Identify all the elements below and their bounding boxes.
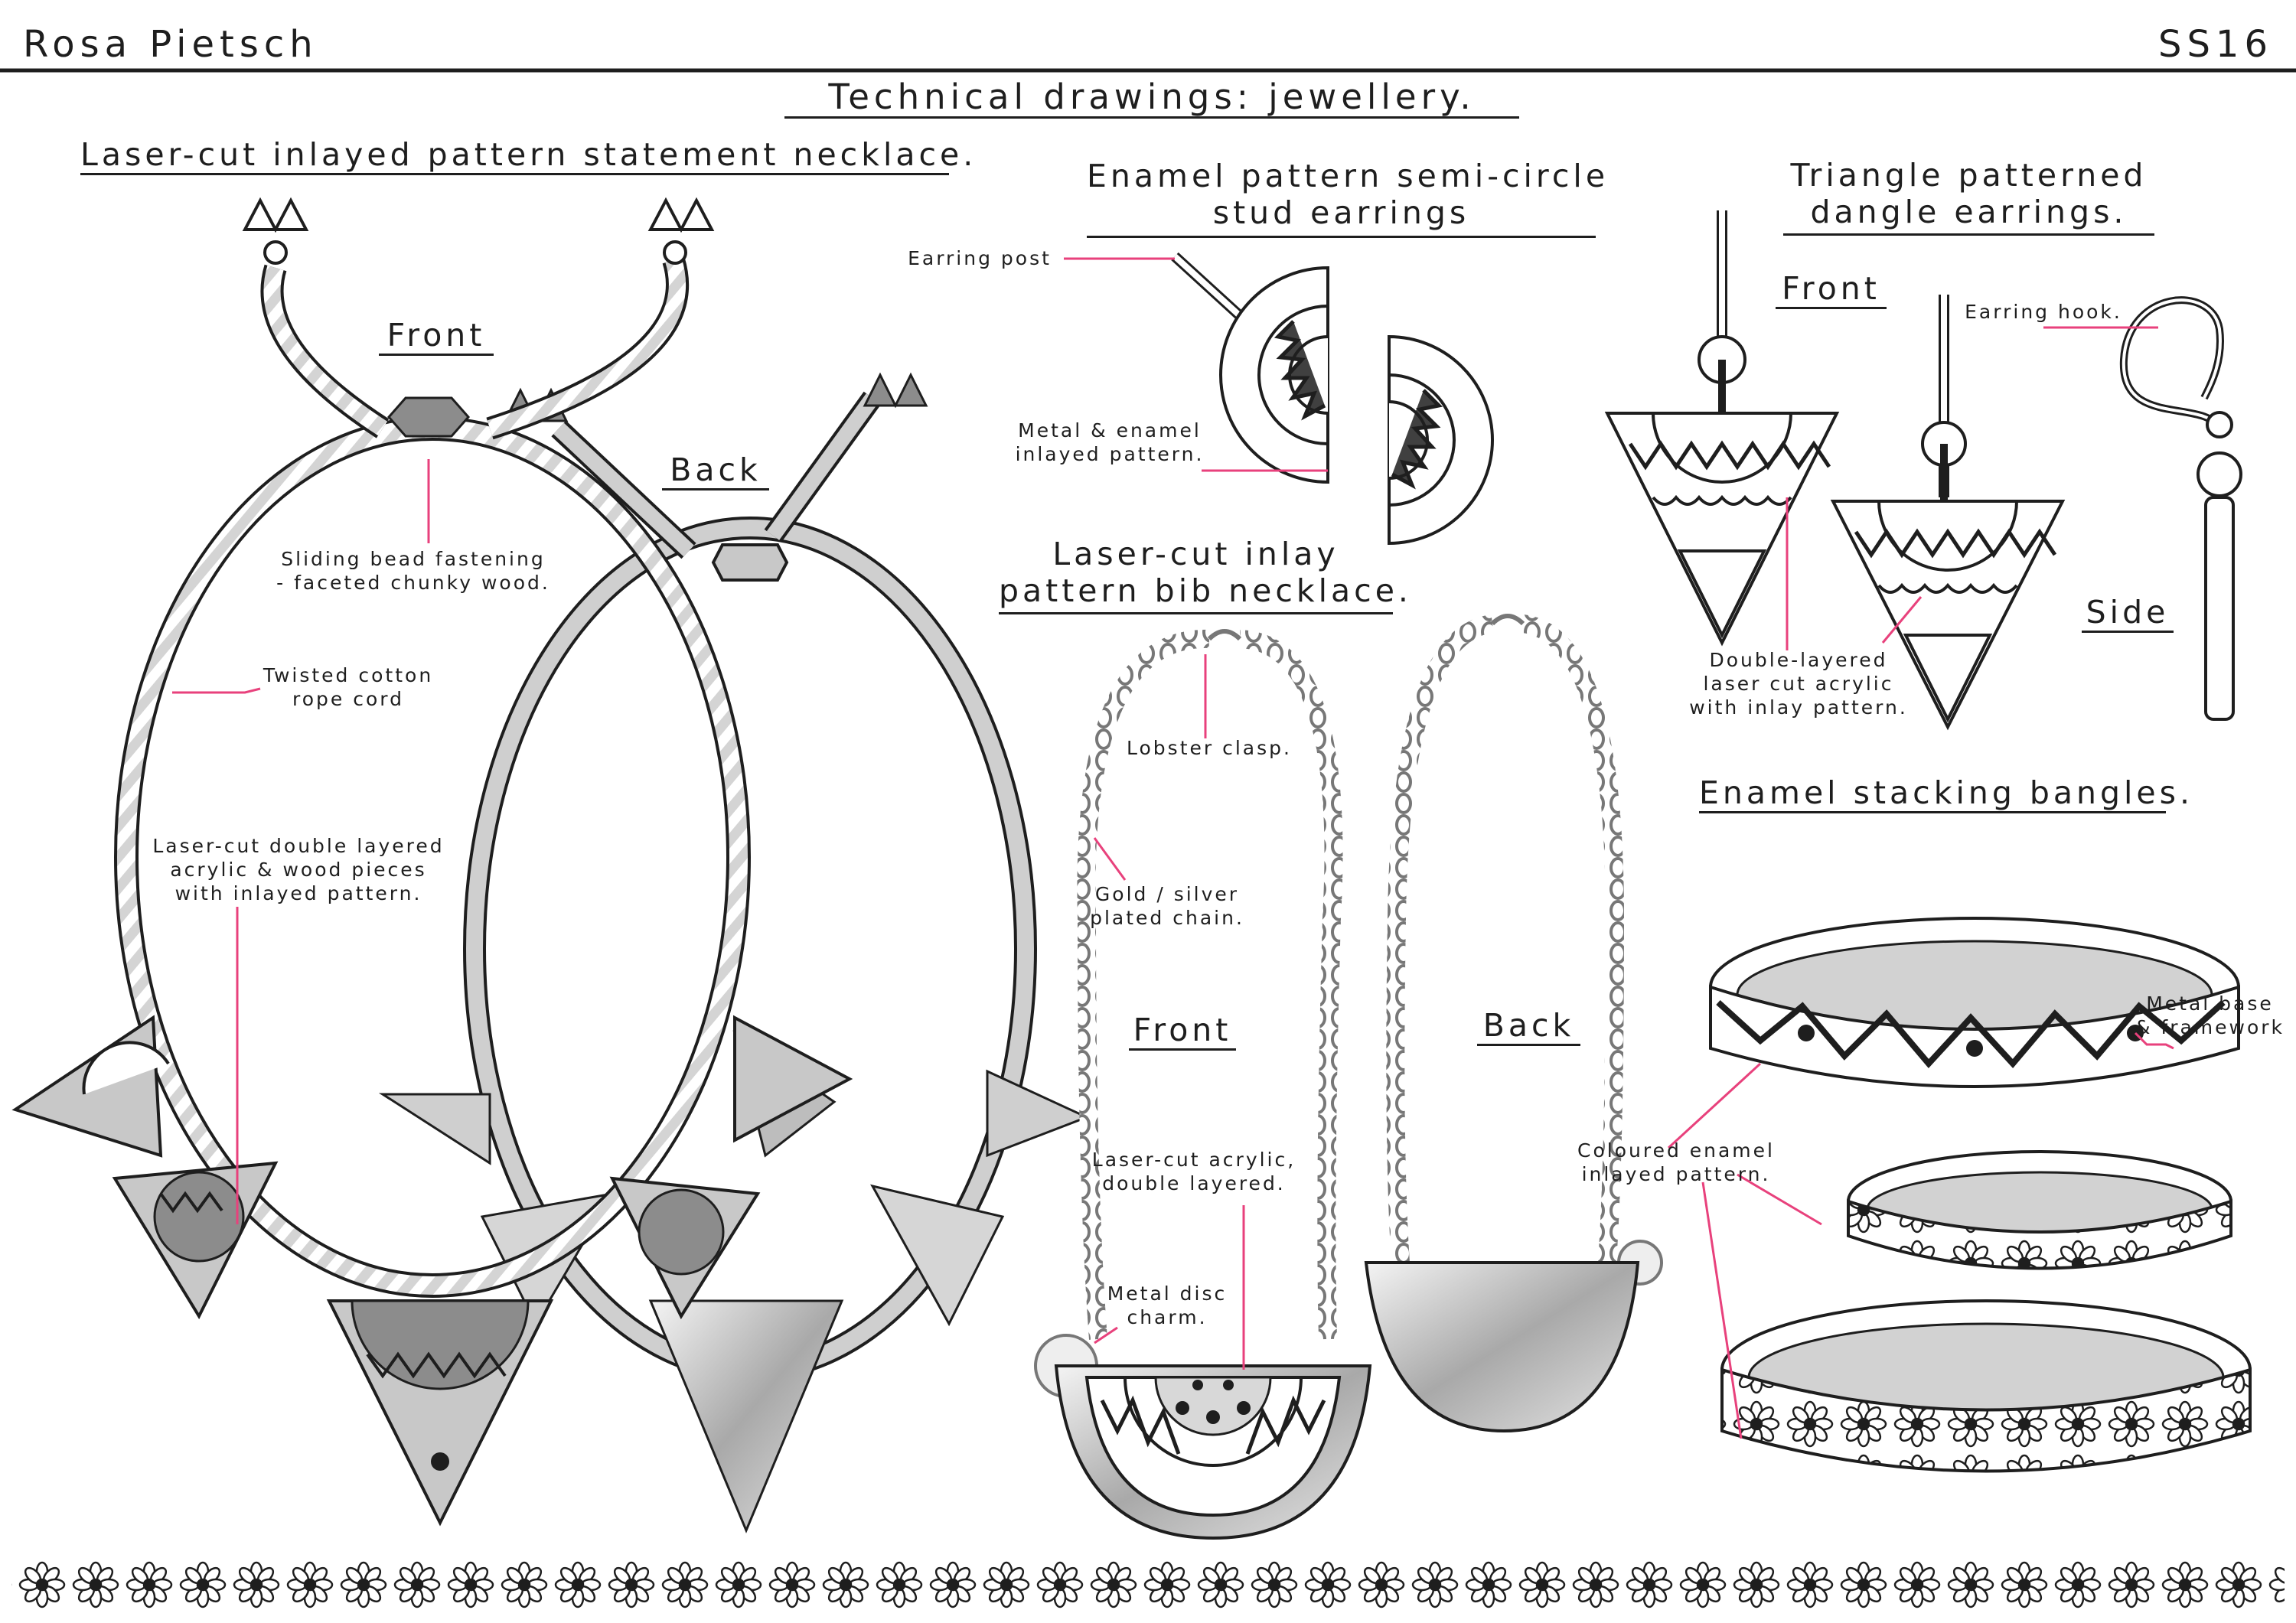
stud-earrings-drawing	[1171, 252, 1494, 546]
note-enamel-pattern: Metal & enamel inlayed pattern.	[1015, 419, 1205, 465]
note-double-layered: Double-layered laser cut acrylic with in…	[1689, 649, 1908, 719]
dangle-earrings-side-label: Side	[2082, 594, 2174, 633]
statement-necklace-back-label: Back	[662, 451, 769, 490]
bib-necklace-front-label: Front	[1129, 1012, 1236, 1051]
note-laser-cut-pieces: Laser-cut double layered acrylic & wood …	[152, 835, 445, 904]
note-plated-chain: Gold / silver plated chain.	[1090, 883, 1244, 929]
dangle-earrings-front-label: Front	[1776, 270, 1887, 309]
bib-necklace-front-drawing	[1034, 629, 1372, 1540]
bib-necklace-back-label: Back	[1477, 1007, 1580, 1046]
statement-necklace-title: Laser-cut inlayed pattern statement neck…	[80, 136, 973, 175]
note-coloured-enamel: Coloured enamel inlayed pattern.	[1577, 1139, 1775, 1185]
dangle-earrings-title: Triangle patterned dangle earrings.	[1783, 157, 2154, 236]
note-disc-charm: Metal disc charm.	[1107, 1282, 1228, 1328]
statement-necklace-front-drawing	[11, 197, 853, 1527]
page-title: Technical drawings: jewellery.	[784, 78, 1519, 119]
note-acrylic-layers: Laser-cut acrylic, double layered.	[1091, 1149, 1296, 1194]
dangle-earrings-front-drawing	[1604, 210, 2066, 731]
annotation-leader-lines	[172, 257, 2174, 1439]
note-metal-base: Metal base & framework	[2135, 992, 2285, 1038]
flower-border-pattern-icon	[11, 1558, 2285, 1612]
note-earring-hook: Earring hook.	[1965, 301, 2122, 323]
bangles-drawing	[1709, 917, 2252, 1473]
note-earring-post: Earring post	[908, 247, 1052, 269]
statement-necklace-front-label: Front	[379, 317, 494, 356]
dangle-earrings-side-drawing	[2119, 296, 2242, 721]
note-bead-fastening: Sliding bead fastening - faceted chunky …	[276, 548, 550, 594]
season-label: SS16	[2157, 23, 2273, 66]
bangles-title: Enamel stacking bangles.	[1699, 774, 2190, 813]
note-rope-cord: Twisted cotton rope cord	[263, 664, 434, 710]
stud-earrings-title: Enamel pattern semi-circle stud earrings	[1087, 158, 1605, 238]
note-lobster-clasp: Lobster clasp.	[1127, 737, 1292, 759]
bib-necklace-back-drawing	[1364, 614, 1663, 1433]
bib-necklace-title: Laser-cut inlay pattern bib necklace.	[999, 536, 1408, 614]
designer-name: Rosa Pietsch	[23, 23, 318, 66]
